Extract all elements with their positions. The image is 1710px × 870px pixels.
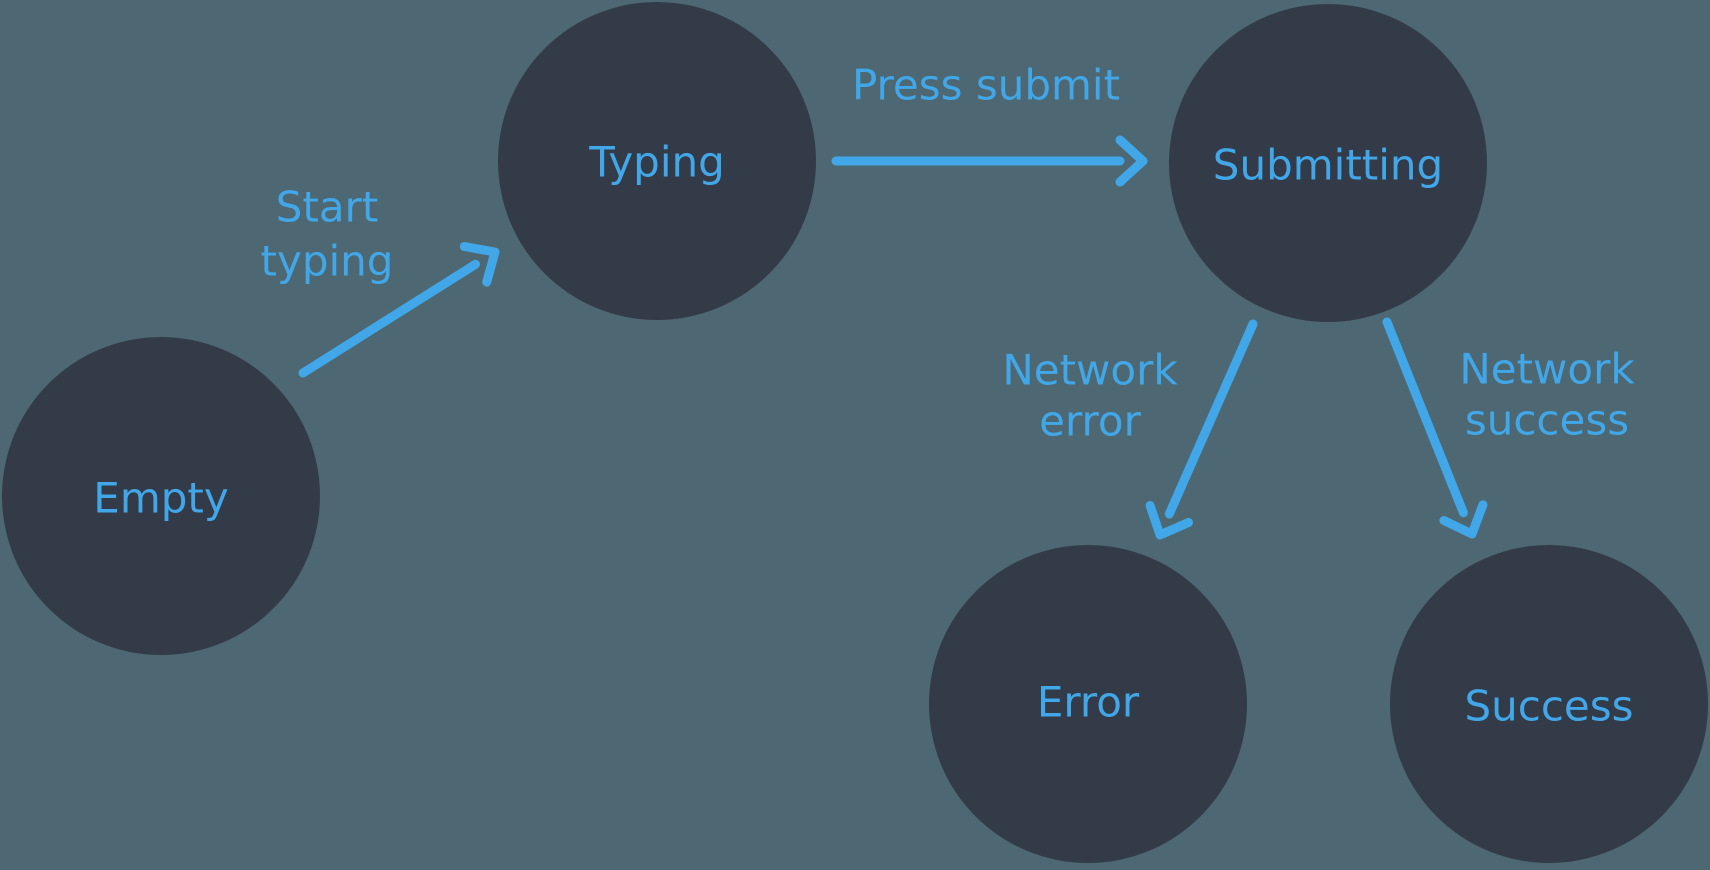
transition-label-press-submit: Press submit	[852, 61, 1120, 110]
transition-label-start-typing-line2: typing	[261, 237, 394, 286]
transition-press-submit: Press submit	[831, 61, 1148, 187]
transition-network-error: Network error	[1002, 319, 1258, 540]
state-node-submitting: Submitting	[1169, 4, 1487, 322]
state-label-success: Success	[1464, 682, 1633, 731]
transition-label-network-error-line2: error	[1039, 397, 1141, 446]
transition-label-network-success-line1: Network	[1459, 345, 1635, 394]
state-label-typing: Typing	[588, 138, 725, 187]
arrowhead-icon	[1115, 135, 1148, 187]
state-circle-typing	[498, 2, 816, 320]
state-node-success: Success	[1390, 545, 1708, 863]
transition-label-network-success-line2: success	[1465, 396, 1629, 445]
arrowhead-icon	[459, 242, 500, 287]
transition-network-success: Network success	[1382, 317, 1635, 539]
transition-start-typing: Start typing	[261, 183, 500, 378]
state-label-submitting: Submitting	[1213, 141, 1443, 190]
transition-line	[1382, 317, 1468, 518]
state-circle-success	[1390, 545, 1708, 863]
transition-label-network-error-line1: Network	[1002, 346, 1178, 395]
state-circle-empty	[2, 337, 320, 655]
arrowhead-icon	[1145, 501, 1193, 540]
state-label-empty: Empty	[93, 474, 228, 523]
state-circle-submitting	[1169, 4, 1487, 322]
arrowhead-icon	[1439, 500, 1488, 539]
state-node-empty: Empty	[2, 337, 320, 655]
transition-label-start-typing-line1: Start	[276, 183, 379, 232]
state-node-error: Error	[929, 545, 1247, 863]
transition-line	[1164, 319, 1258, 519]
state-node-typing: Typing	[498, 2, 816, 320]
state-circle-error	[929, 545, 1247, 863]
state-label-error: Error	[1037, 678, 1140, 727]
transition-line	[298, 259, 480, 378]
